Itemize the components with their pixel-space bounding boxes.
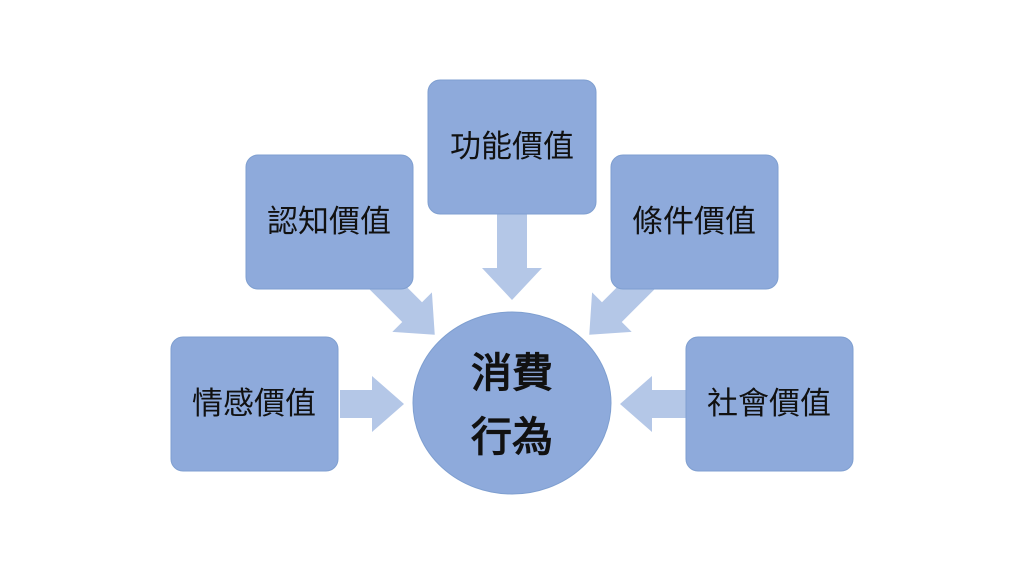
node-cognitive-value: 認知價值 <box>245 154 414 290</box>
node-social-label: 社會價值 <box>707 386 831 422</box>
arrow-functional-to-center <box>482 214 542 300</box>
node-functional-value: 功能價值 <box>427 79 597 215</box>
node-social-value: 社會價值 <box>685 336 854 472</box>
center-label-line2: 行為 <box>471 413 553 461</box>
node-conditional-label: 條件價值 <box>632 204 756 240</box>
arrow-emotional-to-center <box>340 376 404 432</box>
node-cognitive-label: 認知價值 <box>267 204 391 240</box>
node-functional-label: 功能價值 <box>450 129 574 165</box>
node-emotional-value: 情感價值 <box>170 336 339 472</box>
center-label-line1: 消費 <box>471 349 553 397</box>
arrow-social-to-center <box>620 376 686 432</box>
center-consumption-behavior: 消費 行為 <box>412 311 612 495</box>
node-conditional-value: 條件價值 <box>610 154 779 290</box>
node-emotional-label: 情感價值 <box>192 386 316 422</box>
